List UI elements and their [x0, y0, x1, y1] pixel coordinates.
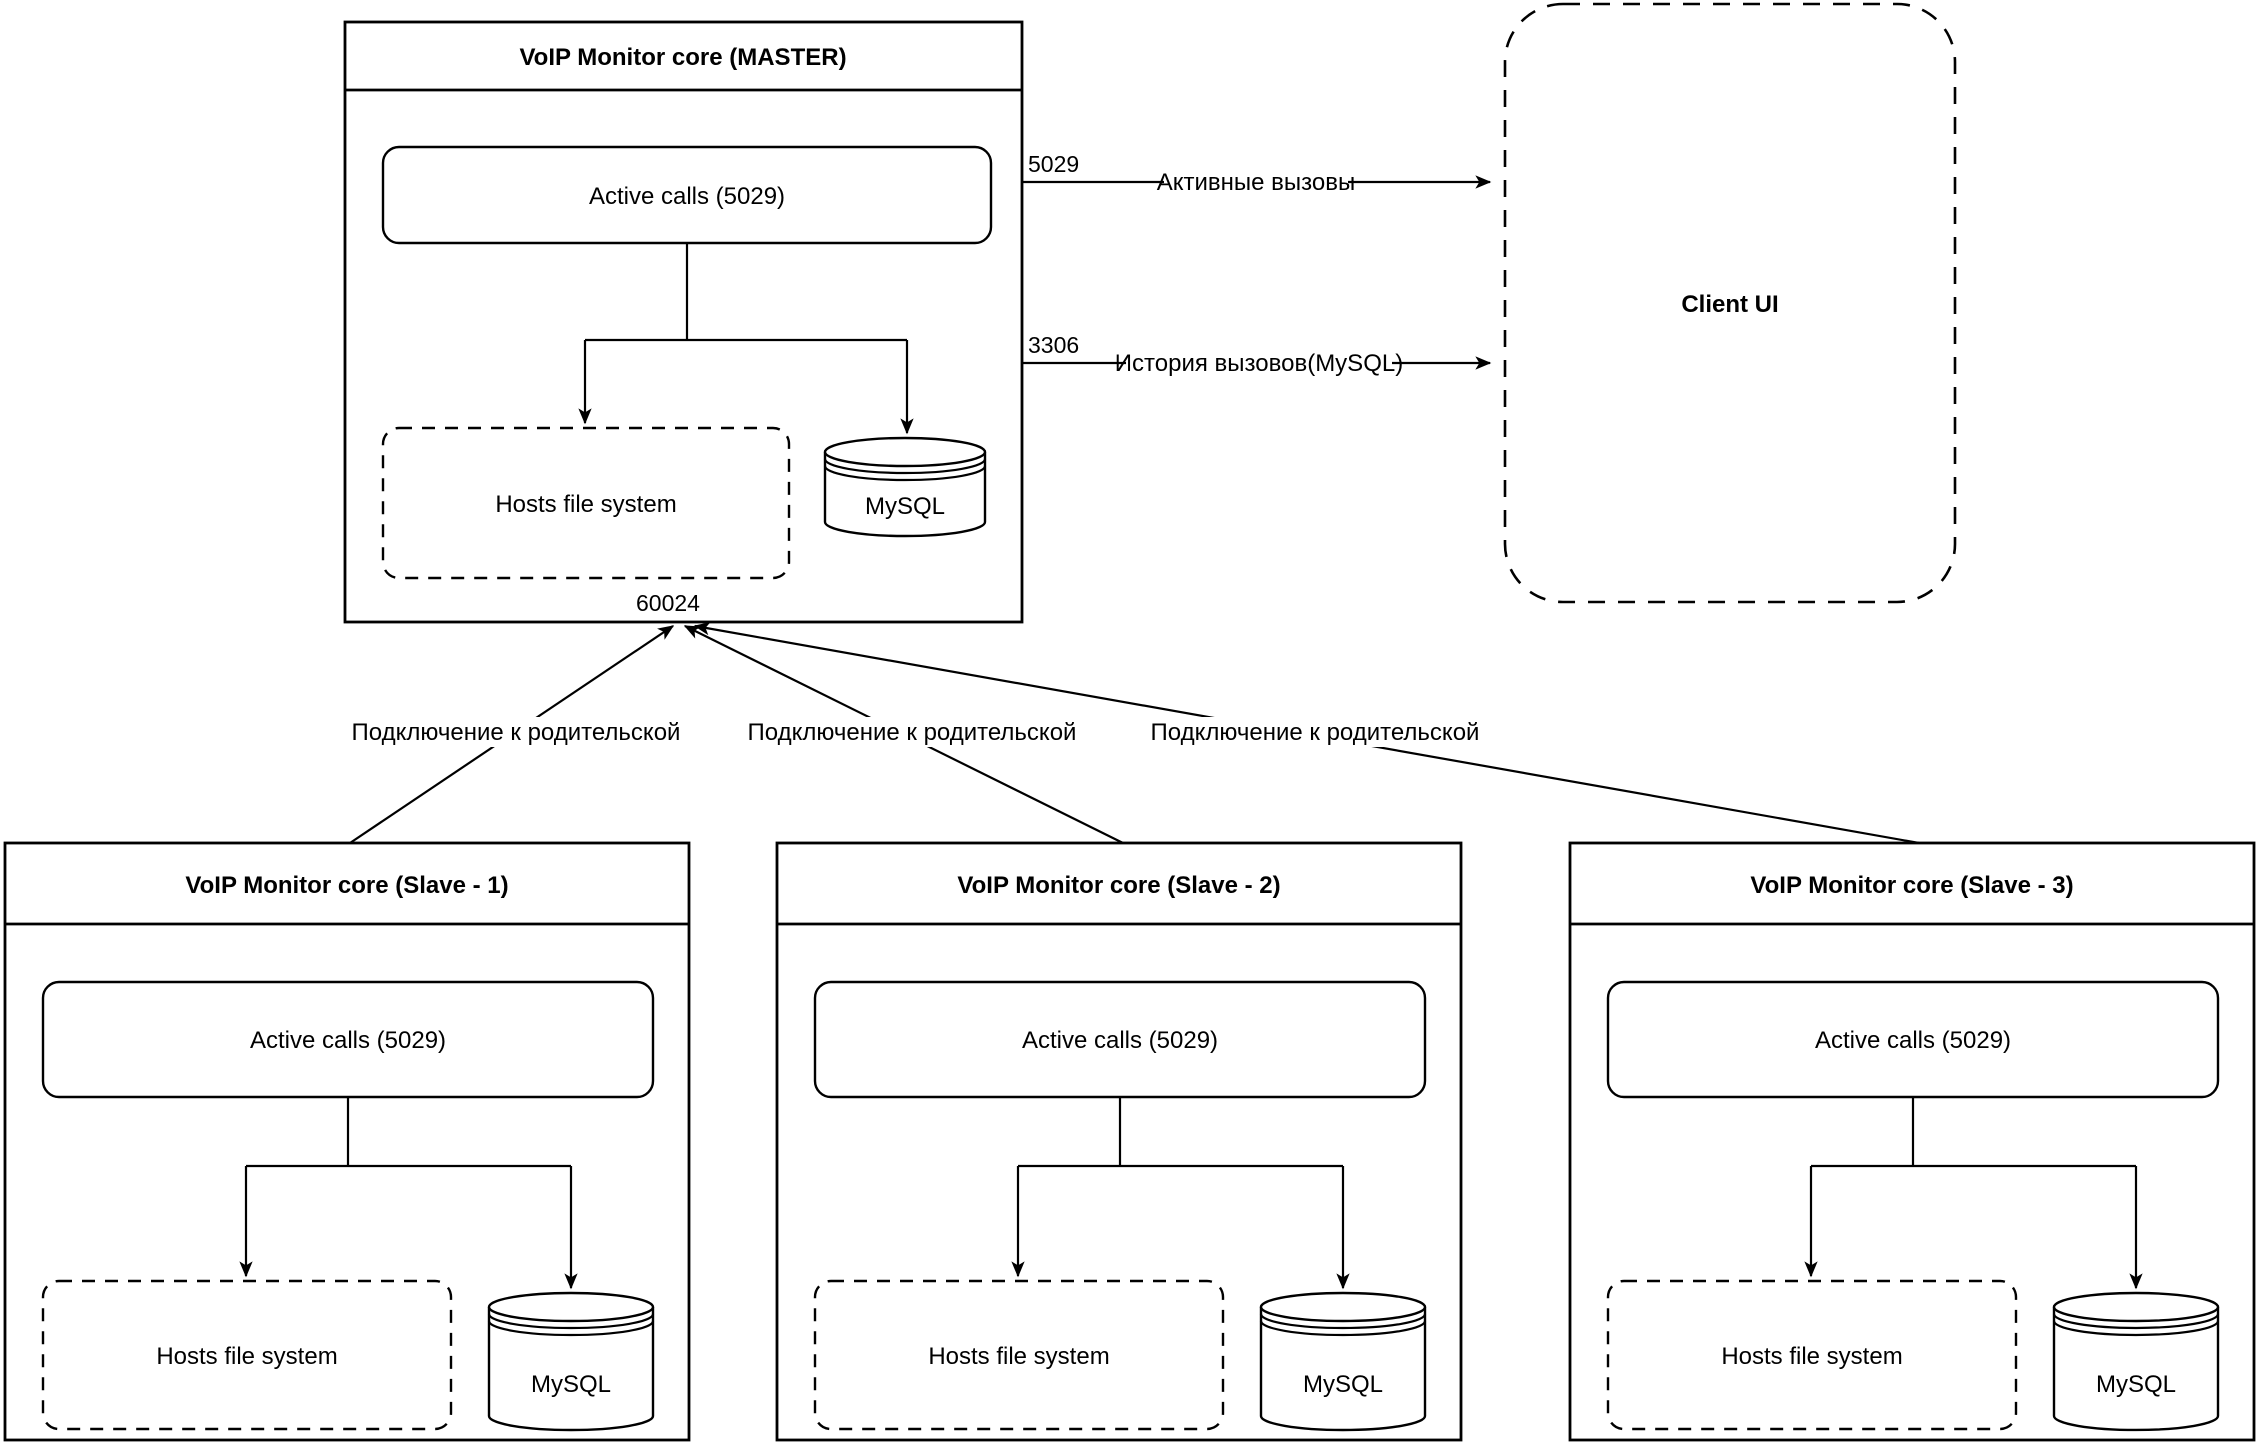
master-connector-trunk	[585, 243, 907, 342]
slave2-mysql-cylinder-icon: MySQL	[1259, 1291, 1427, 1432]
slave2-cylinder-top	[1259, 1291, 1427, 1323]
slave2-title: VoIP Monitor core (Slave - 2)	[957, 872, 1280, 899]
slave1-title: VoIP Monitor core (Slave - 1)	[185, 872, 508, 899]
slave3-active-calls-label: Active calls (5029)	[1815, 1027, 2011, 1054]
edge-call-history-label-bg	[1126, 348, 1392, 378]
edge-slave3-label-bg	[1165, 717, 1465, 747]
master-active-calls-label: Active calls (5029)	[589, 183, 785, 210]
edge-active-calls: 5029 Активные вызовы	[1022, 151, 1492, 197]
client-ui-box	[1503, 2, 1957, 604]
slave1-mysql-cylinder-icon: MySQL	[487, 1291, 655, 1432]
slave1-cylinder-rings	[487, 1313, 655, 1337]
edge-slave2-label-bg	[762, 717, 1062, 747]
slave1-active-calls-label: Active calls (5029)	[250, 1027, 446, 1054]
slave2-mysql-label: MySQL	[1303, 1371, 1383, 1398]
edge-slave3-to-master: Подключение к родительской	[693, 621, 1920, 845]
slave1-hosts-file-system-box	[41, 1279, 453, 1431]
master-hosts-file-system-box	[381, 426, 791, 580]
master-mysql-cylinder-icon: MySQL	[823, 436, 987, 538]
master-cylinder-body	[823, 452, 987, 538]
slave3-cylinder-top	[2052, 1291, 2220, 1323]
master-mysql-label: MySQL	[865, 493, 945, 520]
slave3-hosts-file-system-box	[1606, 1279, 2018, 1431]
master-listen-port-label: 60024	[636, 590, 700, 616]
slave2-cylinder-body	[1259, 1307, 1427, 1432]
edge-call-history-port: 3306	[1028, 332, 1079, 358]
edge-slave1-label: Подключение к родительской	[352, 719, 681, 746]
slave2-active-calls-label: Active calls (5029)	[1022, 1027, 1218, 1054]
slave2-connector-trunk	[1018, 1097, 1343, 1168]
master-cylinder-top	[823, 436, 987, 468]
slave3-title: VoIP Monitor core (Slave - 3)	[1750, 872, 2073, 899]
edge-slave2-label: Подключение к родительской	[748, 719, 1077, 746]
edge-slave1-to-master: Подключение к родительской	[349, 625, 681, 844]
slave3-cylinder-body	[2052, 1307, 2220, 1432]
master-hosts-file-system-label: Hosts file system	[495, 491, 676, 518]
master-title: VoIP Monitor core (MASTER)	[519, 44, 846, 71]
slave3-cylinder-rings	[2052, 1313, 2220, 1337]
slave1-mysql-label: MySQL	[531, 1371, 611, 1398]
slave1-cylinder-body	[487, 1307, 655, 1432]
slave3-connector-trunk	[1811, 1097, 2136, 1168]
edge-call-history-label: История вызовов(MySQL)	[1115, 350, 1403, 377]
slave2-hosts-file-system-label: Hosts file system	[928, 1343, 1109, 1370]
master-node: VoIP Monitor core (MASTER) Active calls …	[343, 20, 1024, 624]
edge-slave1-label-bg	[366, 717, 666, 747]
slave2-node: VoIP Monitor core (Slave - 2) Active cal…	[775, 841, 1463, 1442]
client-ui-title: Client UI	[1681, 291, 1778, 318]
master-cylinder-rings	[823, 458, 987, 482]
edge-active-calls-label: Активные вызовы	[1157, 169, 1356, 196]
edge-active-calls-label-bg	[1164, 167, 1348, 197]
edge-slave3-label: Подключение к родительской	[1151, 719, 1480, 746]
slave2-hosts-file-system-box	[813, 1279, 1225, 1431]
edge-slave2-to-master: Подключение к родительской	[683, 625, 1124, 844]
slave1-cylinder-top	[487, 1291, 655, 1323]
edge-call-history: 3306 История вызовов(MySQL)	[1022, 332, 1492, 378]
slave3-hosts-file-system-label: Hosts file system	[1721, 1343, 1902, 1370]
client-ui-node: Client UI	[1503, 2, 1957, 604]
slave1-hosts-file-system-label: Hosts file system	[156, 1343, 337, 1370]
slave3-node: VoIP Monitor core (Slave - 3) Active cal…	[1568, 841, 2256, 1442]
slave1-node: VoIP Monitor core (Slave - 1) Active cal…	[3, 841, 691, 1442]
edge-active-calls-port: 5029	[1028, 151, 1079, 177]
slave2-cylinder-rings	[1259, 1313, 1427, 1337]
slave3-mysql-label: MySQL	[2096, 1371, 2176, 1398]
slave3-mysql-cylinder-icon: MySQL	[2052, 1291, 2220, 1432]
slave1-connector-trunk	[246, 1097, 571, 1168]
